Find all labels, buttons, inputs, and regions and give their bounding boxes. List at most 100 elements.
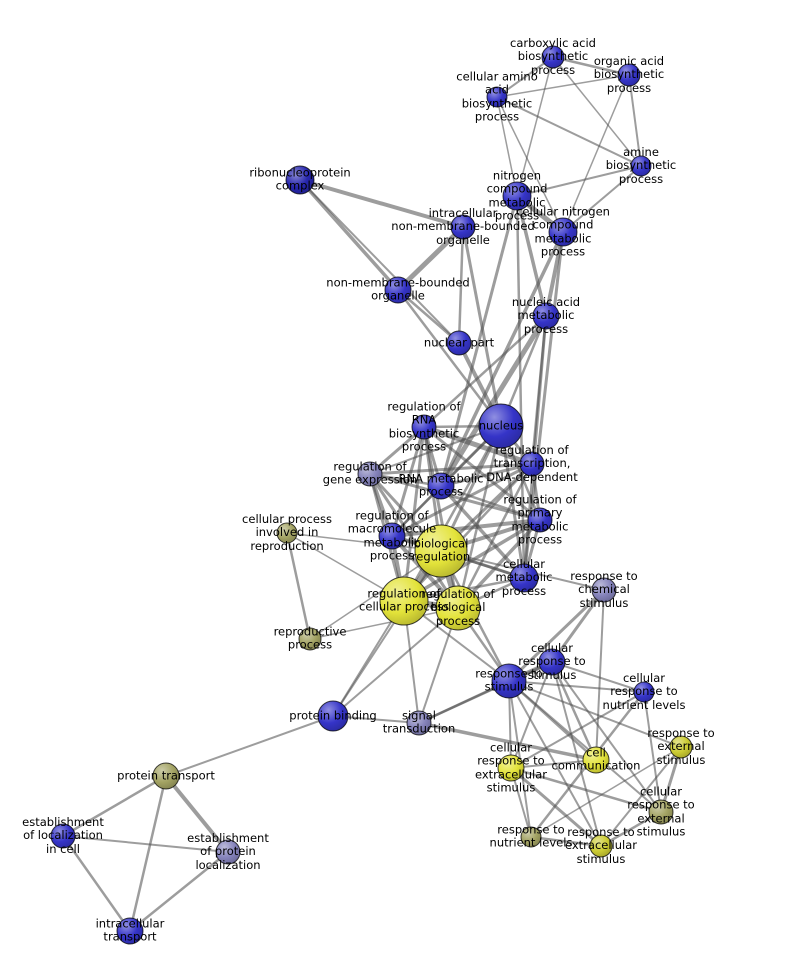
node-rmm[interactable]: [378, 522, 406, 550]
edge-rrb-rbp: [422, 425, 460, 610]
node-rs[interactable]: [491, 663, 527, 699]
node-cncm[interactable]: [548, 217, 578, 247]
edge-oab-caab: [496, 74, 630, 98]
edge-res-rnl: [530, 746, 682, 838]
node-st[interactable]: [406, 710, 432, 736]
node-nam[interactable]: [532, 302, 560, 330]
edge-cc-crxs: [510, 759, 597, 769]
edge-res-rxs: [600, 746, 682, 847]
edge-crs-cc: [550, 660, 598, 762]
edge-oab-cncm: [562, 74, 630, 233]
node-epl[interactable]: [215, 839, 241, 865]
node-elc[interactable]: [50, 823, 76, 849]
edge-cpir-rp: [285, 531, 312, 641]
edge-cab-ab: [552, 56, 642, 167]
edge-inmbo-np: [457, 225, 465, 345]
node-rnp[interactable]: [285, 165, 315, 195]
node-rcp[interactable]: [379, 576, 429, 626]
edge-rmp-cmp: [439, 484, 526, 580]
node-inmbo[interactable]: [450, 214, 476, 240]
edge-nuc-rcp: [402, 424, 503, 603]
edge-crs-crxs: [510, 661, 553, 769]
edge-crxs-cres: [509, 766, 663, 814]
edge-pb-rbp: [332, 607, 459, 717]
node-ncm[interactable]: [502, 181, 532, 211]
node-rxs[interactable]: [589, 834, 613, 858]
edge-nam-rtd: [530, 314, 548, 466]
node-pt[interactable]: [152, 762, 180, 790]
edge-inmbo-nuc: [461, 225, 503, 428]
edge-crs-crnl: [551, 661, 645, 693]
node-rge[interactable]: [357, 461, 383, 487]
edge-rtd-rge: [368, 462, 534, 476]
edge-caab-ncm: [496, 96, 518, 197]
edge-ncm-nam: [515, 194, 548, 318]
edge-rs-crnl: [508, 680, 645, 693]
edge-rrb-rpm: [422, 425, 542, 522]
node-rtd[interactable]: [519, 451, 545, 477]
node-rcs[interactable]: [591, 577, 617, 603]
edge-caab-ab: [496, 96, 642, 167]
node-oab[interactable]: [617, 63, 641, 87]
edge-ab-cncm: [562, 165, 642, 233]
edge-crnl-cres: [643, 691, 662, 813]
edge-nam-rrb: [422, 314, 548, 429]
edge-rrb-rtd: [421, 424, 535, 467]
edge-elc-it: [61, 834, 132, 933]
edge-rge-rpm: [368, 472, 542, 522]
node-rbp[interactable]: [435, 585, 481, 631]
edge-crxs-rxs: [509, 766, 603, 848]
edge-rtd-rcp: [402, 462, 534, 603]
edge-oab-ab: [628, 74, 642, 167]
node-rpm[interactable]: [527, 507, 553, 533]
node-crxs[interactable]: [497, 754, 525, 782]
edge-pb-pt: [165, 715, 334, 777]
edge-crs-rcs: [550, 588, 606, 664]
edge-nuc-rbp: [456, 424, 503, 610]
edge-rp-rbp: [309, 607, 459, 640]
node-cres[interactable]: [648, 799, 674, 825]
edge-rmm-rpm: [390, 518, 542, 538]
node-nuc[interactable]: [478, 403, 524, 449]
edge-nam-rmp: [438, 313, 549, 489]
edge-rnp-nmbo: [298, 178, 400, 292]
edge-nuc-rge: [369, 425, 502, 475]
node-rrb[interactable]: [411, 414, 437, 440]
edge-cncm-rmp: [439, 230, 565, 488]
edge-cab-ncm: [516, 56, 554, 197]
node-cpir[interactable]: [276, 522, 298, 544]
node-rp[interactable]: [298, 627, 322, 651]
node-cmp[interactable]: [509, 563, 539, 593]
edge-pt-elc: [61, 774, 168, 838]
edge-rnp-inmbo: [298, 178, 465, 229]
edge-nmbo-nuc: [396, 288, 503, 428]
node-ab[interactable]: [630, 155, 652, 177]
edge-rmp-rpm: [439, 484, 542, 522]
node-crs[interactable]: [538, 648, 566, 676]
node-rnl[interactable]: [520, 826, 542, 848]
edge-cab-oab: [551, 55, 631, 77]
edge-inmbo-nmbo: [395, 224, 466, 293]
node-rmp[interactable]: [427, 472, 455, 500]
edge-rs-rcs: [507, 588, 606, 683]
node-cc[interactable]: [582, 746, 610, 774]
edge-crs-st: [417, 660, 554, 725]
edge-crs-rxs: [551, 661, 602, 847]
edge-cc-st: [417, 721, 598, 762]
node-nmbo[interactable]: [384, 276, 412, 304]
edge-cc-rcs: [595, 589, 605, 761]
edge-pt-epl: [164, 774, 230, 854]
node-caab[interactable]: [486, 86, 508, 108]
edge-rs-cres: [508, 680, 662, 813]
node-pb[interactable]: [317, 700, 349, 732]
node-res[interactable]: [669, 735, 693, 759]
node-cab[interactable]: [541, 45, 565, 69]
node-br[interactable]: [414, 524, 468, 578]
edge-rtd-rmp: [439, 462, 534, 488]
node-np[interactable]: [446, 330, 472, 356]
edge-ab-ncm: [516, 165, 642, 197]
node-it[interactable]: [116, 917, 144, 945]
node-crnl[interactable]: [633, 681, 655, 703]
